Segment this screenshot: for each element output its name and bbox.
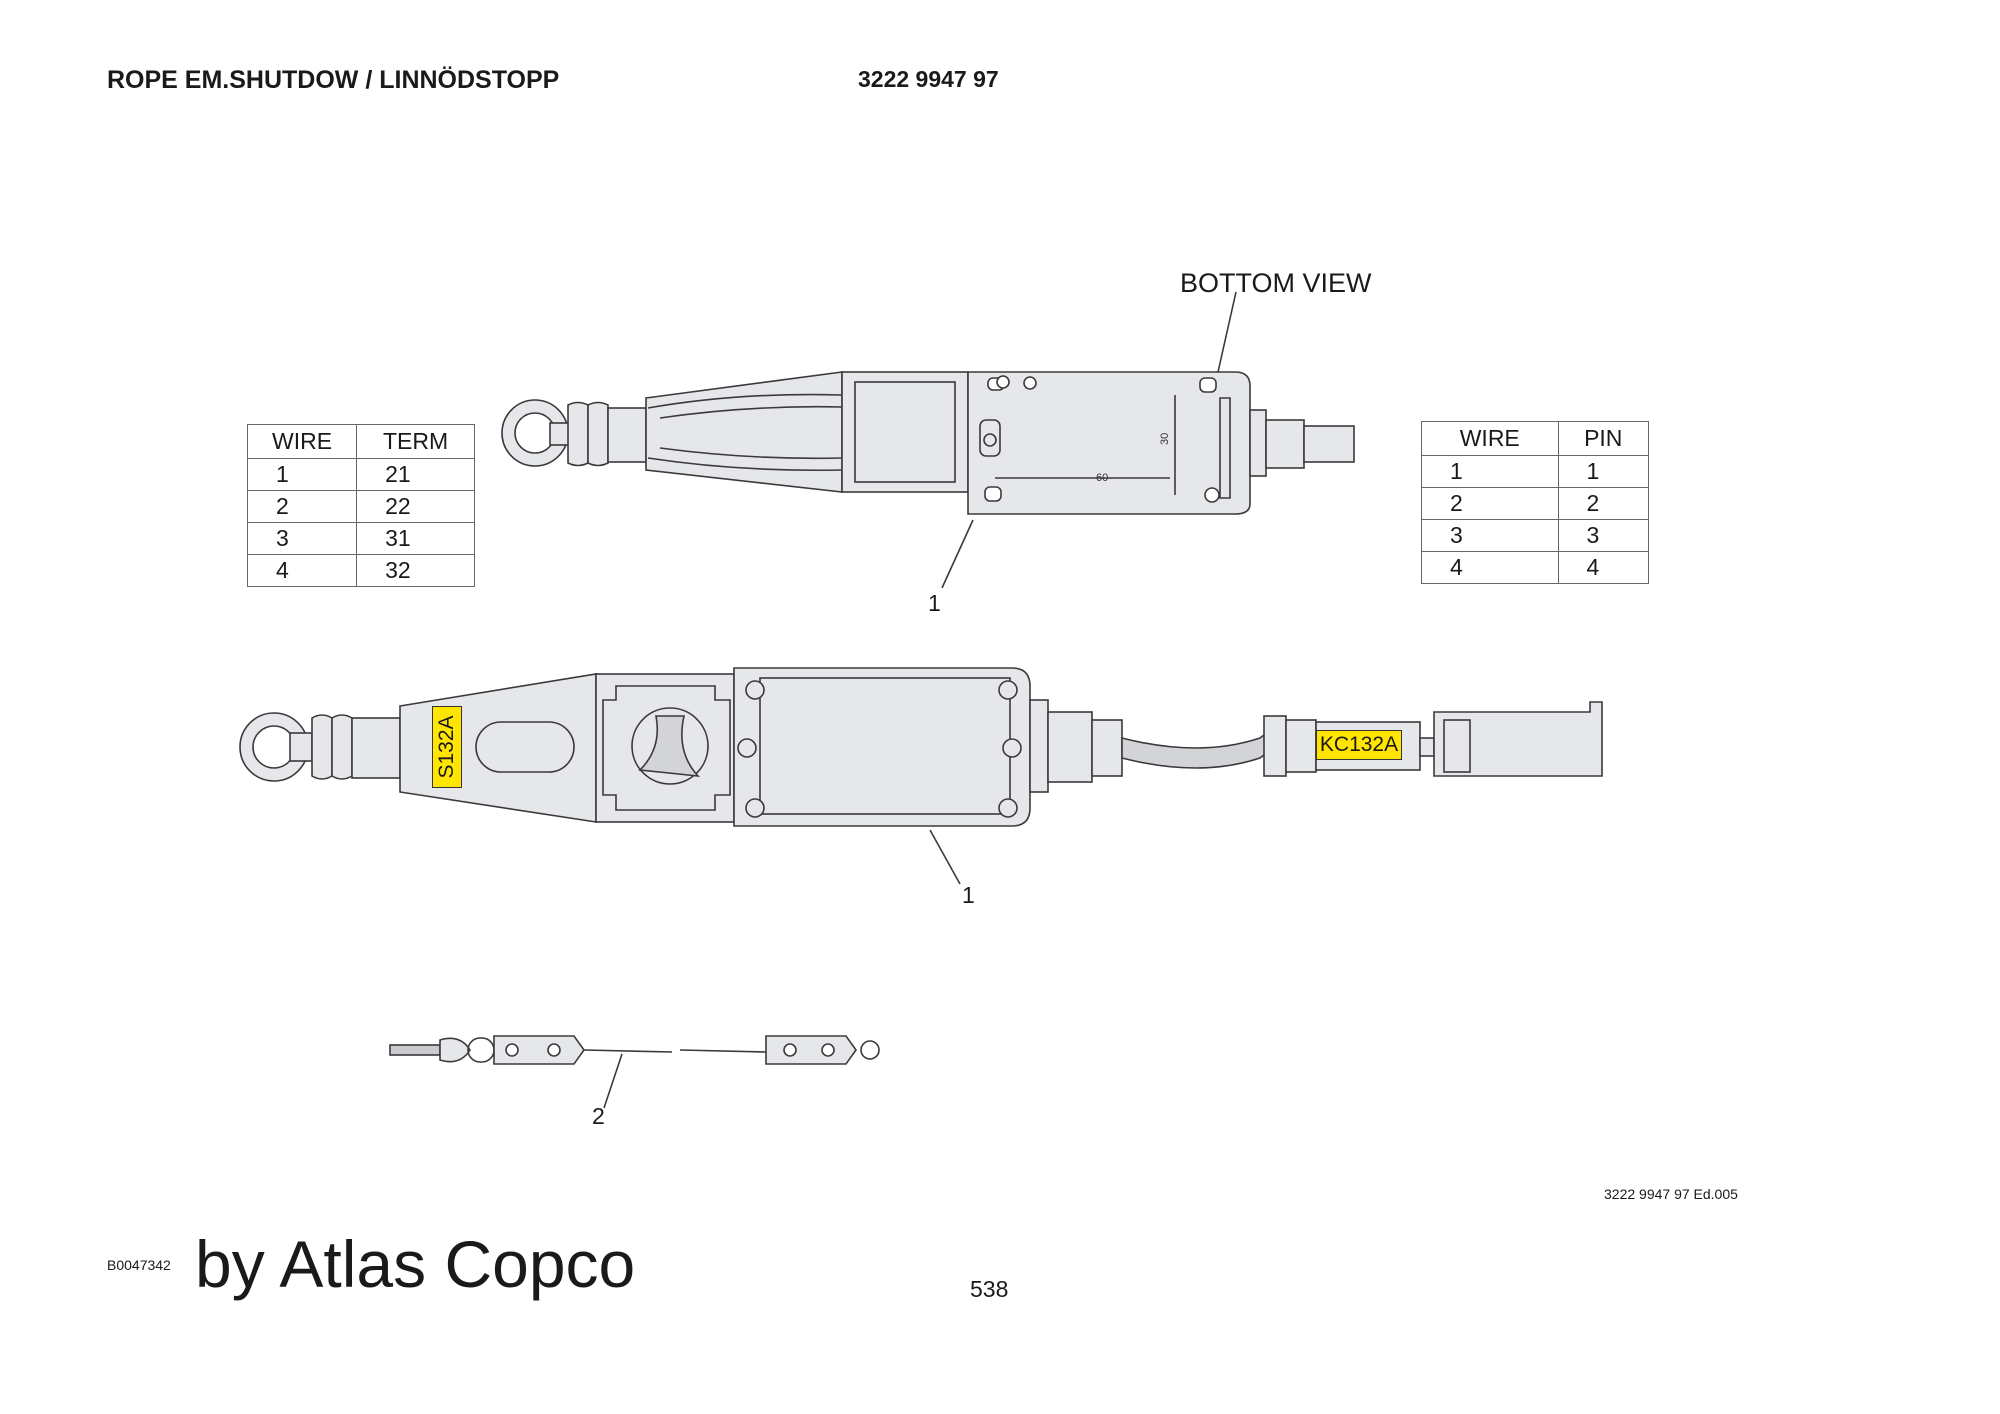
table-header-cell: PIN: [1557, 421, 1650, 456]
doc-id: B0047342: [107, 1257, 171, 1273]
item-1-leader-top: [941, 519, 974, 589]
table-cell: 32: [356, 554, 475, 587]
item-1-leader-side: [929, 829, 961, 885]
table-cell: 4: [1421, 551, 1559, 584]
table-cell: 2: [1557, 487, 1650, 520]
table-cell: 31: [356, 522, 475, 555]
table-cell: 1: [1421, 455, 1559, 488]
brand-text: by Atlas Copco: [195, 1227, 636, 1301]
table-cell: 1: [246, 458, 358, 491]
table-header-cell: TERM: [356, 424, 475, 459]
table-header-row: WIRE PIN: [1421, 421, 1650, 456]
table-cell: 3: [1557, 519, 1650, 552]
connector-tag-kc132a: KC132A: [1316, 730, 1402, 760]
table-cell: 4: [1557, 551, 1650, 584]
item-2-leader: [603, 1053, 623, 1109]
page-number: 538: [970, 1276, 1009, 1302]
part-number: 3222 9947 97: [858, 66, 999, 92]
item-1-callout-side: 1: [962, 882, 975, 908]
table-cell: 2: [246, 490, 358, 523]
item-1-callout-top: 1: [928, 590, 941, 616]
bottom-view-leader: [1217, 291, 1237, 373]
dim-30-label: 30: [1159, 433, 1171, 445]
switch-tag-text: S132A: [435, 715, 458, 779]
rope-assembly: [389, 1035, 880, 1065]
switch-bottom-view: [501, 371, 1355, 515]
table-cell: 3: [246, 522, 358, 555]
table-header-cell: WIRE: [246, 424, 358, 459]
table-cell: 22: [356, 490, 475, 523]
dim-60-label: 60: [1096, 472, 1108, 484]
item-2-callout: 2: [592, 1103, 605, 1129]
page-title: ROPE EM.SHUTDOW / LINNÖDSTOPP: [107, 66, 560, 94]
table-cell: 1: [1557, 455, 1650, 488]
edition-label: 3222 9947 97 Ed.005: [1604, 1186, 1738, 1202]
table-cell: 4: [246, 554, 358, 587]
table-header-cell: WIRE: [1421, 421, 1559, 456]
table-header-row: WIRE TERM: [246, 424, 475, 459]
switch-tag-s132a: S132A: [432, 706, 462, 788]
bottom-view-label: BOTTOM VIEW: [1180, 268, 1372, 298]
table-cell: 21: [356, 458, 475, 491]
table-cell: 2: [1421, 487, 1559, 520]
table-cell: 3: [1421, 519, 1559, 552]
